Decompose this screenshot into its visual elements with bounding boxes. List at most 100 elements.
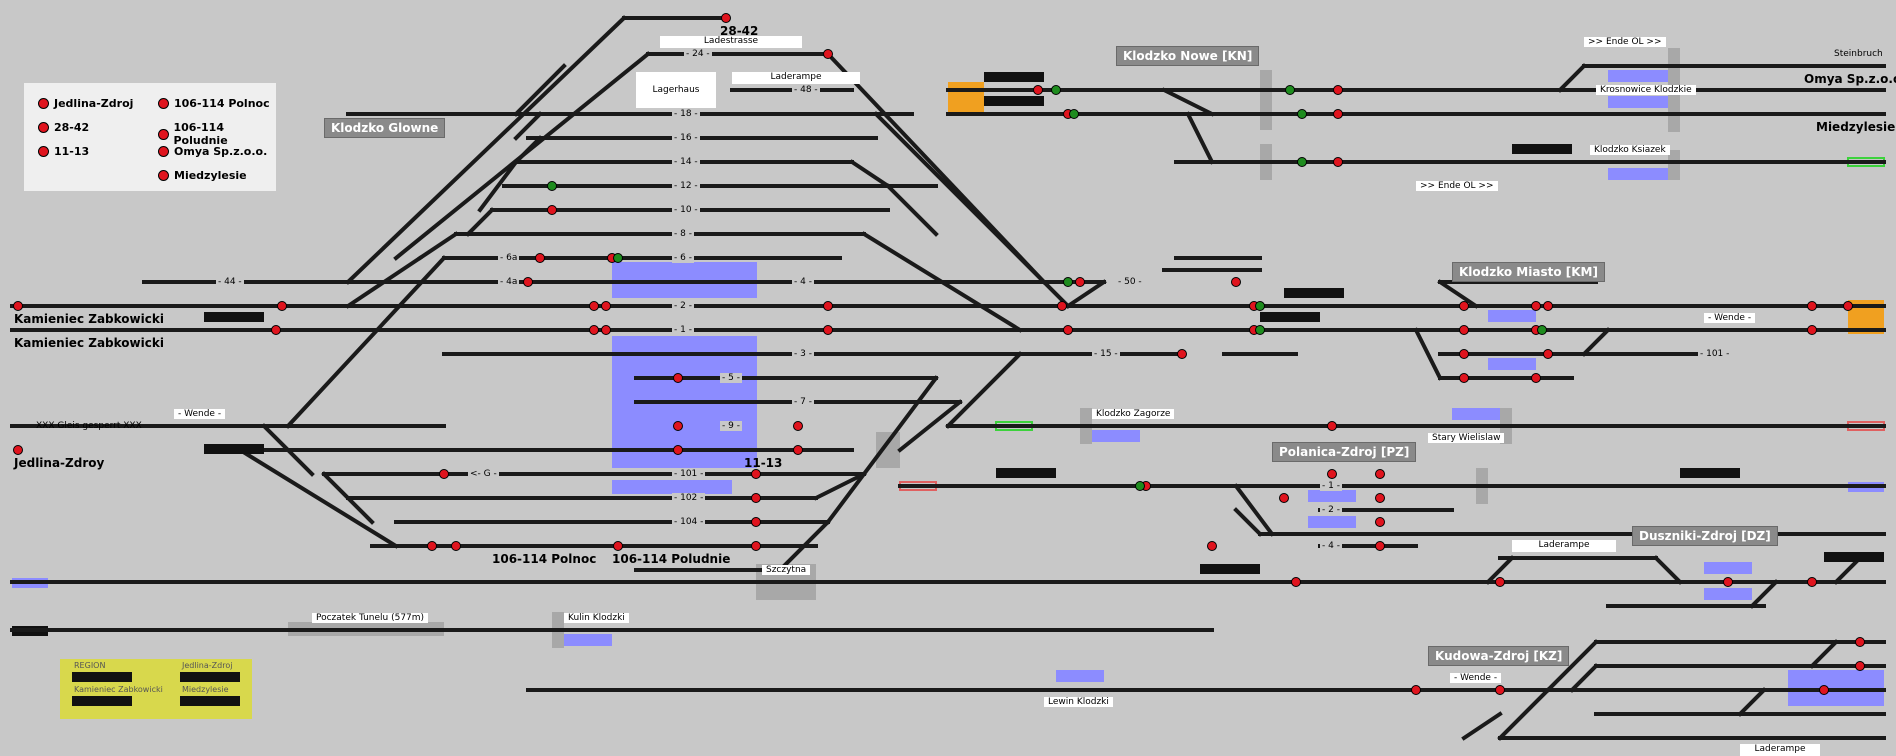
signal-icon[interactable] xyxy=(1411,685,1421,695)
track-number[interactable]: - 104 - xyxy=(672,517,706,527)
signal-icon[interactable] xyxy=(613,541,623,551)
signal-icon[interactable] xyxy=(1207,541,1217,551)
track-segment[interactable] xyxy=(513,135,543,165)
signal-icon[interactable] xyxy=(1459,373,1469,383)
signal-icon[interactable] xyxy=(1375,469,1385,479)
signal-icon[interactable] xyxy=(673,445,683,455)
signal-icon[interactable] xyxy=(1543,301,1553,311)
track-number[interactable]: - 4 - xyxy=(792,277,814,287)
train-number-display[interactable] xyxy=(1824,552,1884,562)
signal-icon[interactable] xyxy=(613,253,623,263)
signal-icon[interactable] xyxy=(523,277,533,287)
track-segment[interactable] xyxy=(1545,639,1599,693)
signal-icon[interactable] xyxy=(673,421,683,431)
signal-icon[interactable] xyxy=(1495,685,1505,695)
track-number[interactable]: <- G - xyxy=(468,469,499,479)
signal-icon[interactable] xyxy=(1291,577,1301,587)
track-number[interactable]: - 9 - xyxy=(720,421,742,431)
signal-icon[interactable] xyxy=(1231,277,1241,287)
track-number[interactable]: - 101 - xyxy=(1698,349,1732,359)
track-number[interactable]: - 2 - xyxy=(1320,505,1342,515)
track-segment[interactable] xyxy=(321,471,375,525)
signal-icon[interactable] xyxy=(601,301,611,311)
track-segment[interactable] xyxy=(465,207,495,237)
signal-icon[interactable] xyxy=(1297,109,1307,119)
track-segment[interactable] xyxy=(1569,663,1599,693)
signal-icon[interactable] xyxy=(271,325,281,335)
signal-icon[interactable] xyxy=(535,253,545,263)
track-segment[interactable] xyxy=(1485,555,1515,585)
signal-icon[interactable] xyxy=(1255,301,1265,311)
track-number[interactable]: - 12 - xyxy=(672,181,700,191)
track-segment[interactable] xyxy=(1413,327,1443,381)
signal-icon[interactable] xyxy=(1051,85,1061,95)
track-segment[interactable] xyxy=(417,231,459,261)
track-number[interactable]: - 2 - xyxy=(672,301,694,311)
signal-icon[interactable] xyxy=(1531,373,1541,383)
track-segment[interactable] xyxy=(945,351,1023,429)
signal-icon[interactable] xyxy=(451,541,461,551)
signal-icon[interactable] xyxy=(1063,277,1073,287)
signal-icon[interactable] xyxy=(1327,421,1337,431)
track-segment[interactable] xyxy=(849,159,891,189)
legend-item[interactable]: 11-13 xyxy=(38,145,89,158)
signal-icon[interactable] xyxy=(1819,685,1829,695)
track-number[interactable]: - 102 - xyxy=(672,493,706,503)
train-number-display[interactable] xyxy=(984,96,1044,106)
track-segment[interactable] xyxy=(237,447,399,549)
track-segment[interactable] xyxy=(897,399,963,453)
signal-icon[interactable] xyxy=(277,301,287,311)
track-segment[interactable] xyxy=(825,375,939,525)
legend-item[interactable]: 106-114 Polnoc xyxy=(158,97,270,110)
track-number[interactable]: - 48 - xyxy=(792,85,820,95)
signal-icon[interactable] xyxy=(1843,301,1853,311)
track-number[interactable]: - 7 - xyxy=(792,397,814,407)
track-number[interactable]: - 10 - xyxy=(672,205,700,215)
track-segment[interactable] xyxy=(1161,87,1215,117)
signal-icon[interactable] xyxy=(1297,157,1307,167)
track-number[interactable]: - 5 - xyxy=(720,373,742,383)
track-number[interactable]: - 6a xyxy=(498,253,520,263)
train-number-display[interactable] xyxy=(1284,288,1344,298)
signal-icon[interactable] xyxy=(1543,349,1553,359)
signal-icon[interactable] xyxy=(1459,325,1469,335)
signal-icon[interactable] xyxy=(547,205,557,215)
signal-icon[interactable] xyxy=(1807,325,1817,335)
signal-icon[interactable] xyxy=(589,325,599,335)
track-segment[interactable] xyxy=(477,159,519,213)
signal-icon[interactable] xyxy=(1375,493,1385,503)
signal-icon[interactable] xyxy=(751,517,761,527)
signal-icon[interactable] xyxy=(1495,577,1505,587)
signal-icon[interactable] xyxy=(823,49,833,59)
signal-icon[interactable] xyxy=(1807,301,1817,311)
track-segment[interactable] xyxy=(1557,63,1587,93)
signal-icon[interactable] xyxy=(1285,85,1295,95)
signal-icon[interactable] xyxy=(1327,469,1337,479)
track-number[interactable]: - 6 - xyxy=(672,253,694,263)
signal-icon[interactable] xyxy=(1375,517,1385,527)
signal-icon[interactable] xyxy=(1537,325,1547,335)
signal-icon[interactable] xyxy=(823,325,833,335)
signal-icon[interactable] xyxy=(1063,325,1073,335)
track-segment[interactable] xyxy=(1065,279,1107,309)
train-number-display[interactable] xyxy=(1680,468,1740,478)
signal-icon[interactable] xyxy=(547,181,557,191)
track-number[interactable]: - 4a xyxy=(498,277,520,287)
signal-icon[interactable] xyxy=(13,301,23,311)
signal-icon[interactable] xyxy=(1075,277,1085,287)
signal-icon[interactable] xyxy=(1177,349,1187,359)
track-segment[interactable] xyxy=(345,255,423,309)
track-number[interactable]: - 15 - xyxy=(1092,349,1120,359)
legend-item[interactable]: Miedzylesie xyxy=(158,169,247,182)
track-segment[interactable] xyxy=(1653,555,1683,585)
station-klodzko-nowe[interactable]: Klodzko Nowe [KN] xyxy=(1116,46,1260,66)
signal-icon[interactable] xyxy=(793,421,803,431)
signal-icon[interactable] xyxy=(751,541,761,551)
track-number[interactable]: - 14 - xyxy=(672,157,700,167)
train-number-display[interactable] xyxy=(984,72,1044,82)
track-number[interactable]: - 16 - xyxy=(672,133,700,143)
signal-icon[interactable] xyxy=(1069,109,1079,119)
track-segment[interactable] xyxy=(1581,327,1611,357)
signal-icon[interactable] xyxy=(751,493,761,503)
track-number[interactable]: - 8 - xyxy=(672,229,694,239)
